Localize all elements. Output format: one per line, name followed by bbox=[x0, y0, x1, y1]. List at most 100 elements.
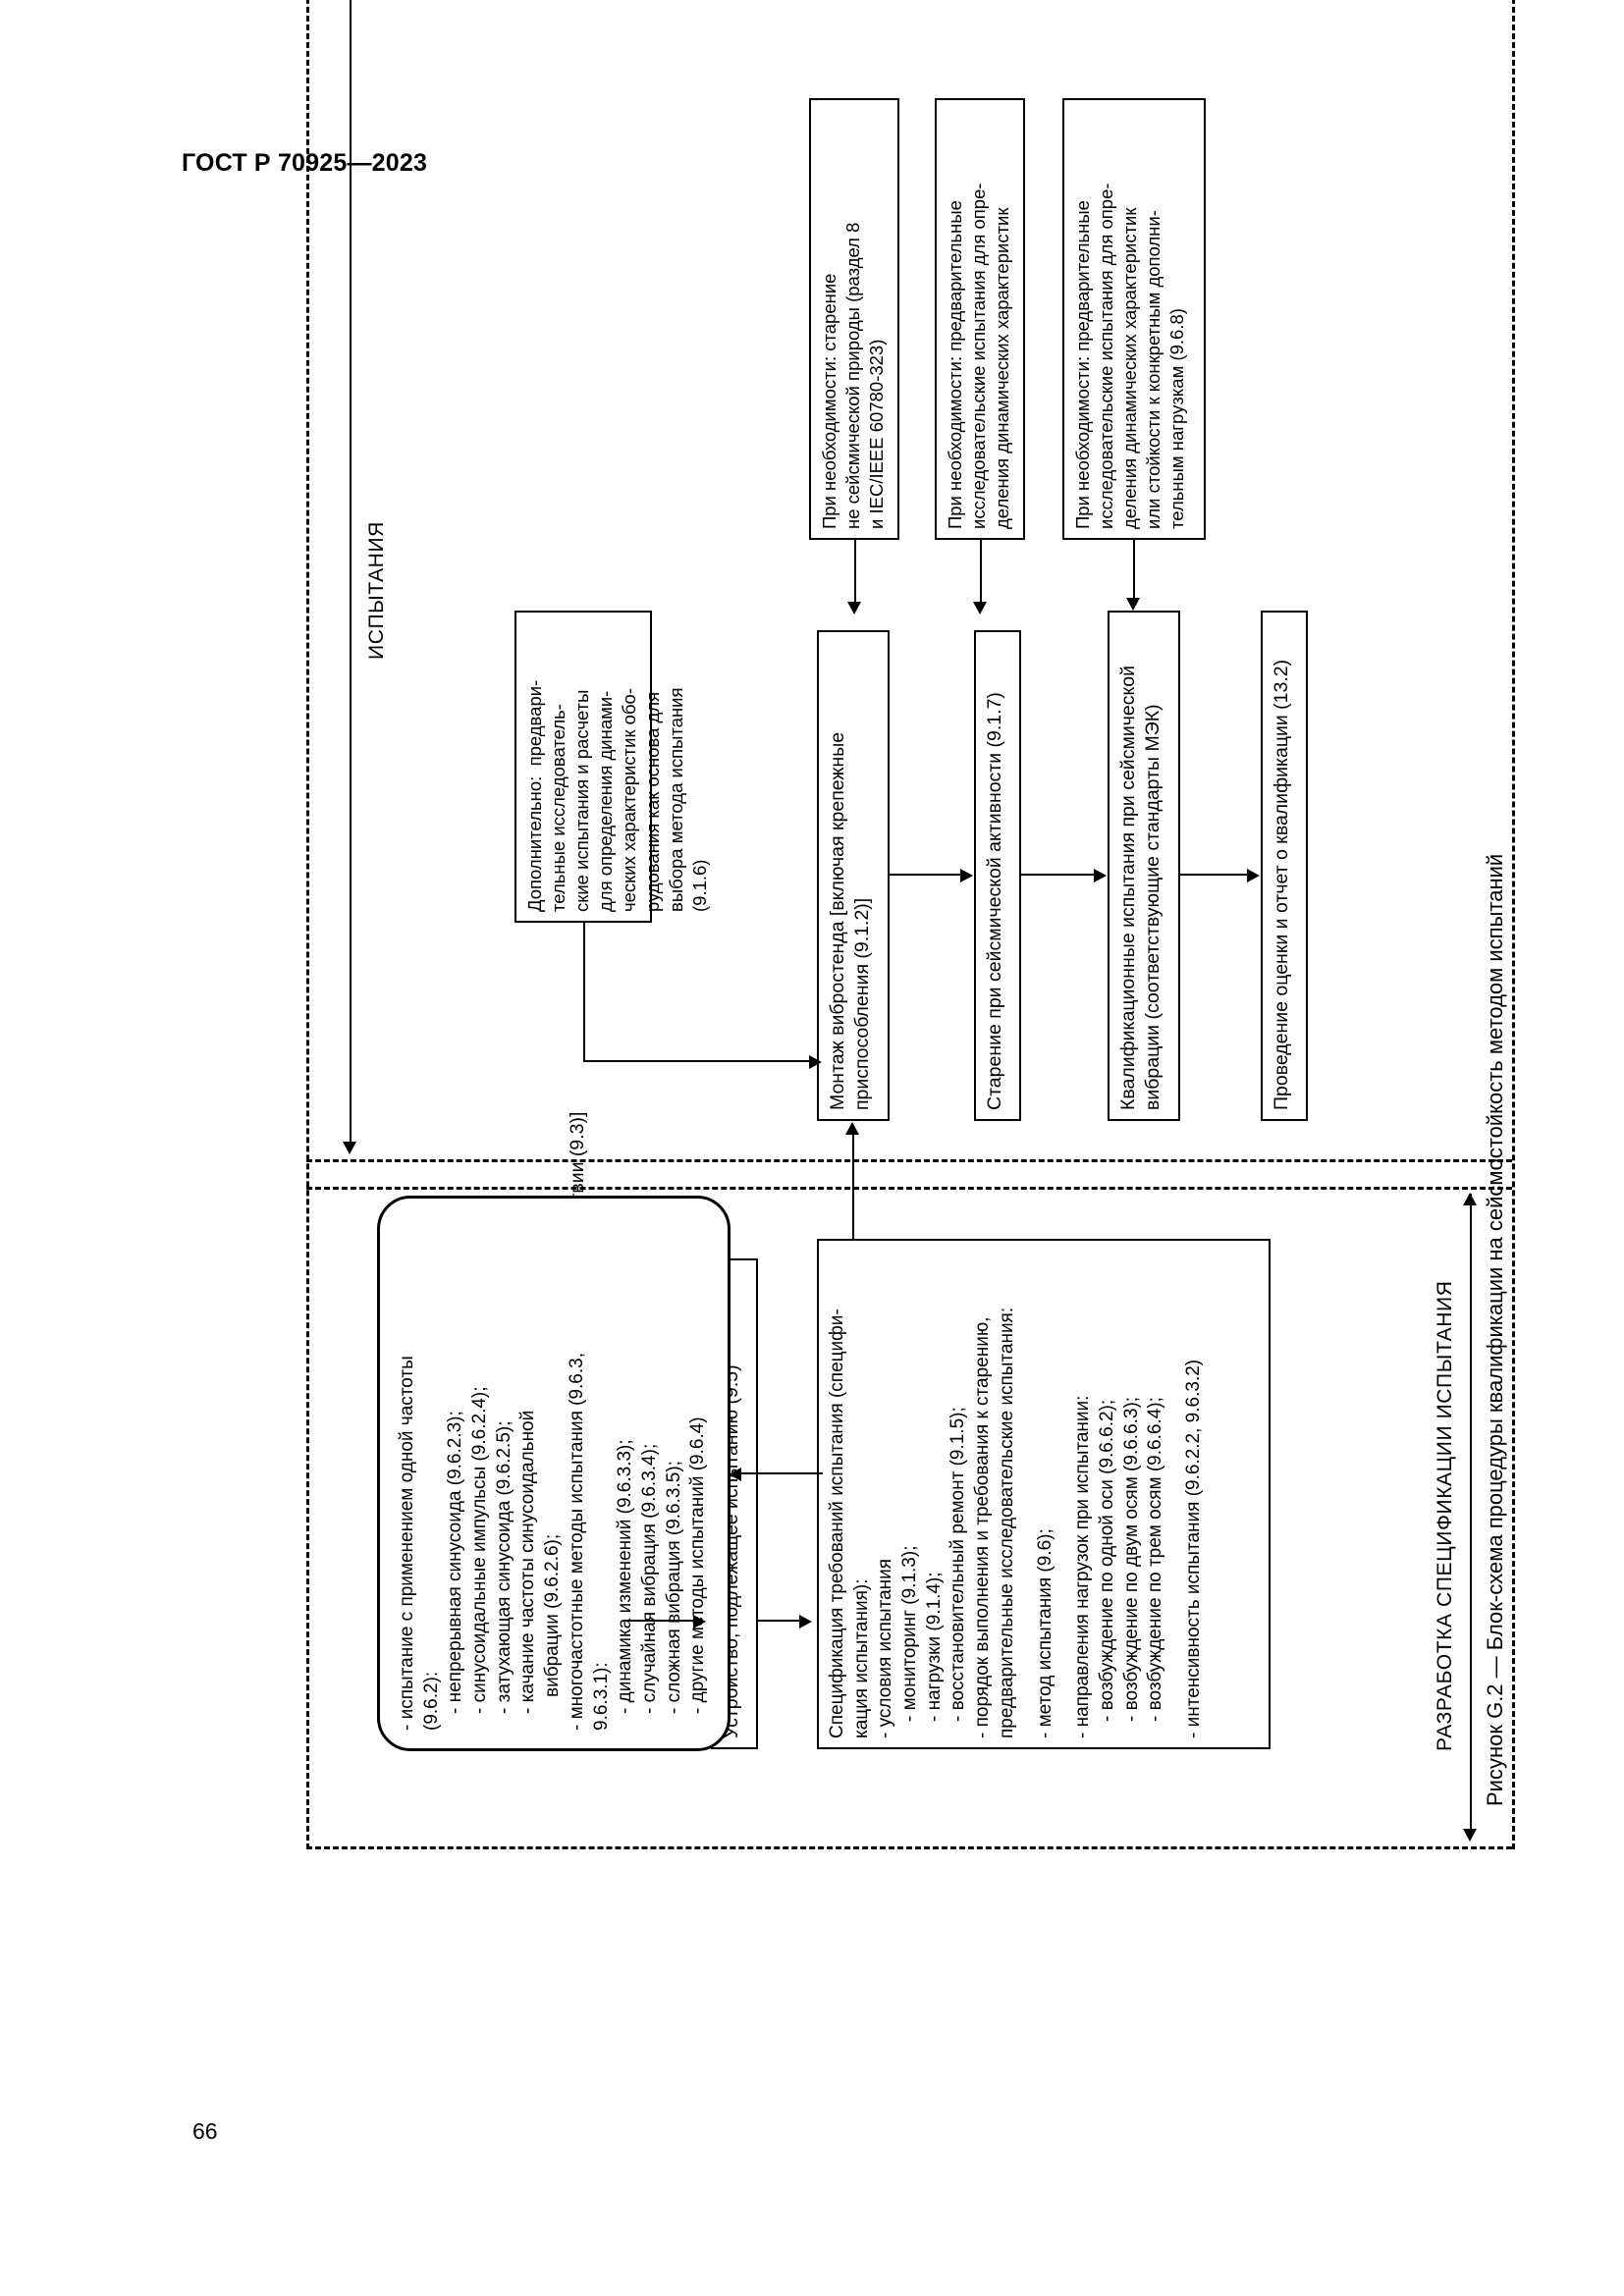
additional-line-7: выбора метода испытания bbox=[666, 687, 687, 912]
spec-line-14: - интенсивность испытания (9.6.2.2, 9.6.… bbox=[1182, 1359, 1204, 1738]
box-optional-pretest-2: При необходимости: предварительные иссле… bbox=[1062, 98, 1206, 540]
arrow-mounting-to-aging bbox=[960, 869, 973, 882]
connector-purpose-to-device bbox=[626, 1620, 693, 1622]
phase-label-test: ИСПЫТАНИЯ bbox=[365, 521, 388, 660]
additional-line-8: (9.1.6) bbox=[689, 859, 711, 912]
connector-spec-to-mounting bbox=[852, 1135, 854, 1239]
methods-line-9: 9.6.3.1): bbox=[590, 1662, 612, 1731]
opt-pretest-line-2: исследовательские испытания для опре- bbox=[968, 183, 990, 529]
flowchart-figure: РАЗРАБОТКА СПЕЦИФИКАЦИИ ИСПЫТАНИЯ ИСПЫТА… bbox=[287, 0, 1553, 1867]
additional-line-1: Дополнительно: предвари- bbox=[524, 679, 545, 912]
spec-line-1: Спецификация требований испытания (специ… bbox=[827, 1308, 847, 1738]
phase-divider-1 bbox=[306, 1187, 1512, 1190]
methods-line-8: - многочастотные методы испытания (9.6.3… bbox=[566, 1352, 587, 1731]
spec-line-4: - мониторинг (9.1.3); bbox=[899, 1545, 921, 1722]
opt-pretest2-line-5: тельным нагрузкам (9.6.8) bbox=[1166, 308, 1188, 529]
phase-label-spec: РАЗРАБОТКА СПЕЦИФИКАЦИИ ИСПЫТАНИЯ bbox=[1434, 1280, 1456, 1751]
qualification-line-1: Квалификационные испытания при сейсмичес… bbox=[1117, 666, 1139, 1110]
methods-line-4: - синусоидальные импульсы (9.6.2.4); bbox=[469, 1386, 491, 1714]
page-number: 66 bbox=[192, 2118, 218, 2144]
report-line-1: Проведение оценки и отчет о квалификации… bbox=[1271, 659, 1292, 1110]
methods-line-3: - непрерывная синусоида (9.6.2.3); bbox=[445, 1411, 466, 1714]
methods-line-1: - испытание с применением одной частоты bbox=[397, 1356, 417, 1731]
phase-span-spec bbox=[1470, 1194, 1472, 1838]
arrow-purpose-to-device bbox=[693, 1615, 706, 1629]
opt-pretest2-line-1: При необходимости: предварительные bbox=[1072, 200, 1093, 529]
opt-pretest-line-1: При необходимости: предварительные bbox=[945, 200, 965, 529]
connector-aging-to-qualification bbox=[1021, 874, 1094, 876]
box-additional-research: Дополнительно: предвари- тельные исследо… bbox=[514, 611, 710, 923]
arrow-additional-to-spec bbox=[809, 1055, 822, 1069]
methods-line-13: - другие методы испытаний (9.6.4) bbox=[687, 1416, 709, 1714]
additional-line-4: для определения динами- bbox=[595, 690, 617, 912]
spec-line-3: - условия испытания bbox=[875, 1558, 896, 1738]
spec-line-12: - возбуждение по двум осям (9.6.6.3); bbox=[1120, 1396, 1142, 1722]
arrow-spec-to-methods bbox=[729, 1468, 741, 1481]
methods-line-5: - затухающая синусоида (9.6.2.5); bbox=[493, 1420, 514, 1714]
phase-divider-top bbox=[306, 0, 309, 1849]
methods-line-2: (9.6.2): bbox=[420, 1671, 442, 1731]
phase-span-test bbox=[350, 0, 352, 1150]
box-evaluation-report: Проведение оценки и отчет о квалификации… bbox=[1261, 611, 1308, 1121]
phase-divider-2 bbox=[306, 1159, 1512, 1162]
phase-span-test-arrow-left bbox=[343, 1142, 356, 1154]
additional-line-2: тельные исследователь- bbox=[548, 704, 569, 912]
box-test-specification: Спецификация требований испытания (специ… bbox=[817, 1239, 1271, 1749]
connector-additional-v bbox=[583, 1060, 809, 1062]
opt-aging-line-3: и IEC/IEEE 60780-323) bbox=[866, 339, 888, 529]
methods-line-10: - динамика изменений (9.6.3.3); bbox=[615, 1439, 636, 1714]
phase-divider-left bbox=[306, 1846, 1512, 1849]
arrow-opt-pretest bbox=[973, 602, 987, 614]
arrow-device-to-spec bbox=[799, 1615, 812, 1629]
phase-span-spec-arrow-right bbox=[1463, 1193, 1477, 1205]
connector-methods-stem bbox=[738, 1472, 823, 1474]
box-single-frequency-methods: - испытание с применением одной частоты … bbox=[377, 1196, 731, 1751]
arrow-opt-aging bbox=[847, 602, 861, 614]
connector-qualification-to-report bbox=[1180, 874, 1247, 876]
methods-line-11: - случайная вибрация (9.6.3.4); bbox=[638, 1443, 660, 1714]
mounting-line-2: приспособления (9.1.2)] bbox=[851, 897, 874, 1110]
spec-line-8: предварительные исследовательские испыта… bbox=[996, 1307, 1017, 1738]
arrow-opt-pretest2 bbox=[1126, 598, 1140, 611]
additional-line-3: ские испытания и расчеты bbox=[571, 689, 593, 912]
box-optional-pretest: При необходимости: предварительные иссле… bbox=[935, 98, 1025, 540]
additional-line-6: рудования как основа для bbox=[642, 691, 664, 912]
connector-mounting-to-aging bbox=[890, 874, 960, 876]
opt-pretest2-line-2: исследовательские испытания для опре- bbox=[1096, 183, 1117, 529]
box-seismic-aging: Старение при сейсмической активности (9.… bbox=[974, 630, 1021, 1121]
box-optional-aging: При необходимости: старение не сейсмичес… bbox=[809, 98, 899, 540]
connector-opt-pretest2-h bbox=[1133, 540, 1135, 607]
arrow-qualification-to-report bbox=[1247, 869, 1260, 882]
box-qualification-tests: Квалификационные испытания при сейсмичес… bbox=[1108, 611, 1180, 1121]
figure-caption: Рисунок G.2 — Блок-схема процедуры квали… bbox=[1483, 853, 1507, 1806]
connector-opt-pretest-h bbox=[980, 540, 982, 611]
arrow-aging-to-qualification bbox=[1094, 869, 1107, 882]
spec-line-5: - нагрузки (9.1.4); bbox=[923, 1572, 945, 1722]
methods-line-6: - качание частоты синусоидальной bbox=[517, 1410, 539, 1714]
connector-device-to-spec bbox=[758, 1620, 799, 1622]
opt-aging-line-2: не сейсмической природы (раздел 8 bbox=[842, 222, 864, 529]
spec-line-6: - восстановительный ремонт (9.1.5); bbox=[947, 1407, 969, 1722]
phase-divider-middle bbox=[1512, 0, 1515, 1849]
mounting-line-1: Монтаж вибростенда [включая крепежные bbox=[827, 731, 848, 1110]
spec-line-10: - направления нагрузок при испытании: bbox=[1072, 1395, 1094, 1738]
methods-line-7: вибрации (9.6.2.6); bbox=[542, 1533, 564, 1697]
page-title: ГОСТ Р 70925—2023 bbox=[182, 149, 428, 177]
spec-line-7: - порядок выполнения и требования к стар… bbox=[972, 1316, 994, 1738]
opt-pretest2-line-4: или стойкости к конкретным дополни- bbox=[1143, 210, 1164, 529]
phase-span-spec-arrow-left bbox=[1463, 1829, 1477, 1842]
spec-line-11: - возбуждение по одной оси (9.6.6.2); bbox=[1096, 1399, 1117, 1722]
qualification-line-2: вибрации (соответствующие стандарты МЭК) bbox=[1142, 704, 1164, 1110]
spec-line-13: - возбуждение по трем осям (9.6.6.4); bbox=[1145, 1397, 1166, 1722]
connector-additional-h bbox=[583, 923, 585, 1062]
box-shaker-mounting: Монтаж вибростенда [включая крепежные пр… bbox=[817, 630, 890, 1121]
methods-line-12: - сложная вибрация (9.6.3.5); bbox=[663, 1461, 684, 1714]
opt-pretest2-line-3: деления динамических характеристик bbox=[1119, 207, 1141, 529]
opt-aging-line-1: При необходимости: старение bbox=[819, 273, 839, 529]
aging-line-1: Старение при сейсмической активности (9.… bbox=[984, 692, 1005, 1110]
arrow-spec-to-mounting bbox=[845, 1122, 859, 1135]
spec-line-9: - метод испытания (9.6); bbox=[1034, 1528, 1056, 1738]
additional-line-5: ческих характеристик обо- bbox=[619, 687, 640, 912]
connector-opt-aging-h bbox=[854, 540, 856, 611]
